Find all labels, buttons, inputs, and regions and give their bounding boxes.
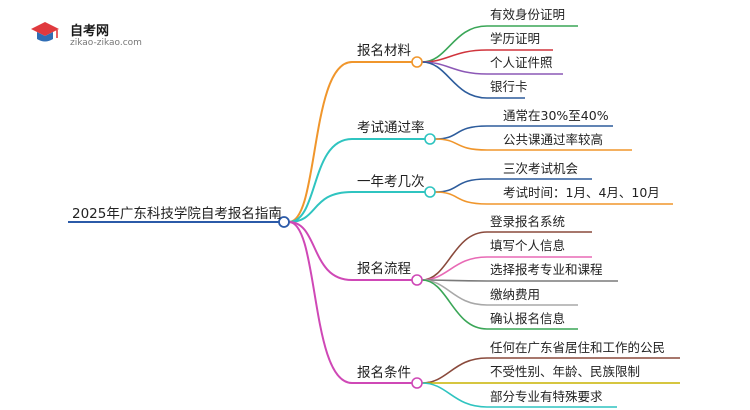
graduation-cap-icon <box>31 22 59 42</box>
leaf-topic: 学历证明 <box>490 31 541 46</box>
branch-connector <box>288 138 353 223</box>
leaf-connector <box>434 125 488 140</box>
branch-node <box>424 133 436 145</box>
leaf-topic: 缴纳费用 <box>490 287 541 302</box>
leaf-connector <box>421 279 488 306</box>
branch-node <box>411 274 423 286</box>
branch-topic: 报名材料 <box>357 43 411 59</box>
leaf-topic: 登录报名系统 <box>490 214 566 229</box>
leaf-topic: 任何在广东省居住和工作的公民 <box>490 340 666 355</box>
site-logo: 自考网 zikao-zikao.com <box>30 18 150 54</box>
leaf-topic: 个人证件照 <box>490 55 553 70</box>
leaf-connector <box>421 231 488 281</box>
leaf-topic: 考试时间：1月、4月、10月 <box>503 185 660 200</box>
leaf-connector <box>421 382 488 408</box>
leaf-connector <box>421 61 488 99</box>
logo-url: zikao-zikao.com <box>70 38 142 48</box>
branch-connector <box>288 221 353 384</box>
branch-topic: 报名流程 <box>357 261 411 277</box>
logo-title: 自考网 <box>70 24 110 39</box>
leaf-topic: 不受性别、年龄、民族限制 <box>490 364 641 379</box>
leaf-topic: 选择报考专业和课程 <box>490 262 603 277</box>
root-node <box>278 216 290 228</box>
branch-connector <box>288 221 353 281</box>
leaf-topic: 银行卡 <box>490 79 528 94</box>
leaf-topic: 确认报名信息 <box>490 311 566 326</box>
branch-node <box>411 377 423 389</box>
leaf-connector <box>421 25 488 63</box>
leaf-topic: 部分专业有特殊要求 <box>490 389 603 404</box>
branch-node <box>411 56 423 68</box>
branch-topic: 报名条件 <box>357 365 411 381</box>
root-topic: 2025年广东科技学院自考报名指南 <box>72 206 282 222</box>
leaf-connector <box>434 138 488 151</box>
leaf-connector <box>421 279 488 330</box>
leaf-topic: 通常在30%至40% <box>503 108 609 123</box>
leaf-connector <box>434 178 488 193</box>
branch-connector <box>288 61 353 223</box>
branch-connector <box>288 191 353 223</box>
branch-node <box>424 186 436 198</box>
branch-topic: 考试通过率 <box>357 120 425 136</box>
leaf-topic: 三次考试机会 <box>503 161 579 176</box>
branch-topic: 一年考几次 <box>357 174 425 190</box>
leaf-topic: 填写个人信息 <box>490 238 566 253</box>
leaf-topic: 公共课通过率较高 <box>503 132 604 147</box>
leaf-connector <box>434 191 488 205</box>
leaf-connector <box>421 357 488 384</box>
leaf-topic: 有效身份证明 <box>490 7 566 22</box>
